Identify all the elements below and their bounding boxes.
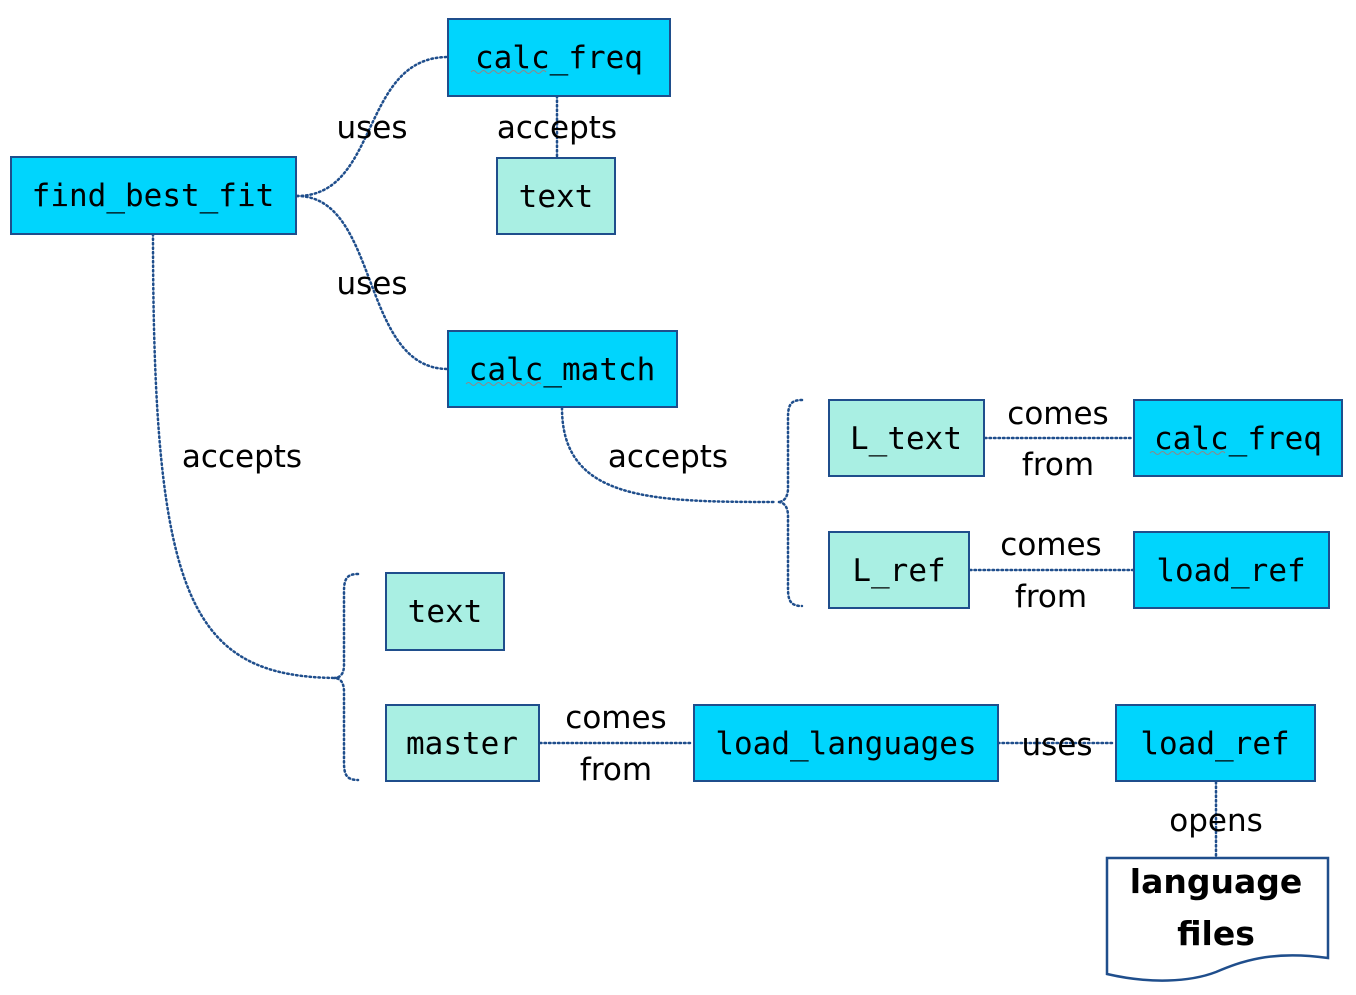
node-load-languages[interactable]: load_languages	[693, 704, 999, 782]
label-uses-calc-freq: uses	[336, 110, 407, 146]
label-from-L-ref: from	[1015, 579, 1087, 615]
node-load-ref-bottom-label: load_ref	[1140, 726, 1289, 762]
label-comes-L-ref: comes	[1000, 527, 1101, 563]
node-calc-match[interactable]: calc_match	[447, 330, 678, 408]
label-uses-calc-match: uses	[336, 266, 407, 302]
node-load-ref-right-label: load_ref	[1156, 553, 1305, 589]
node-master-label: master	[406, 726, 518, 762]
label-accepts-text: accepts	[497, 110, 617, 146]
edge-find-best-fit-accepts	[151, 232, 342, 680]
node-text-mid[interactable]: text	[385, 572, 505, 651]
label-comes-master: comes	[565, 700, 666, 736]
node-load-languages-label: load_languages	[715, 726, 976, 762]
node-load-ref-bottom[interactable]: load_ref	[1115, 704, 1316, 782]
label-uses-load-ref: uses	[1021, 727, 1092, 763]
node-master[interactable]: master	[385, 704, 540, 782]
node-calc-freq-top[interactable]: calc_freq	[447, 18, 671, 97]
node-calc-freq-top-label: calc_freq	[475, 40, 643, 76]
node-L-ref-label: L_ref	[852, 553, 945, 589]
edge-calc-match-accepts	[560, 406, 778, 504]
label-from-L-text: from	[1022, 447, 1094, 483]
node-text-mid-label: text	[408, 594, 483, 630]
edge-find-best-fit-to-calc-match	[295, 194, 450, 371]
language-files-document[interactable]: language files	[1105, 856, 1330, 982]
node-text-top-label: text	[519, 179, 594, 215]
node-load-ref-right[interactable]: load_ref	[1133, 531, 1330, 609]
brace-calc-match-args	[777, 398, 804, 608]
label-comes-L-text: comes	[1007, 396, 1108, 432]
document-label-line2: files	[1177, 914, 1255, 953]
label-accepts-calc-match: accepts	[608, 439, 728, 475]
label-accepts-find-best-fit: accepts	[182, 439, 302, 475]
node-calc-freq-right-label: calc_freq	[1154, 421, 1322, 457]
node-L-text[interactable]: L_text	[828, 399, 985, 477]
edge-find-best-fit-to-calc-freq	[295, 55, 450, 198]
node-find-best-fit[interactable]: find_best_fit	[10, 156, 297, 235]
node-find-best-fit-label: find_best_fit	[32, 178, 275, 214]
label-opens: opens	[1169, 803, 1263, 839]
document-label-line1: language	[1130, 862, 1302, 901]
node-text-top[interactable]: text	[496, 157, 616, 235]
node-calc-match-label: calc_match	[469, 352, 656, 388]
node-calc-freq-right[interactable]: calc_freq	[1133, 399, 1343, 477]
brace-find-best-fit-args	[333, 572, 360, 782]
label-from-master: from	[580, 752, 652, 788]
node-L-text-label: L_text	[850, 421, 962, 457]
node-L-ref[interactable]: L_ref	[828, 531, 970, 609]
